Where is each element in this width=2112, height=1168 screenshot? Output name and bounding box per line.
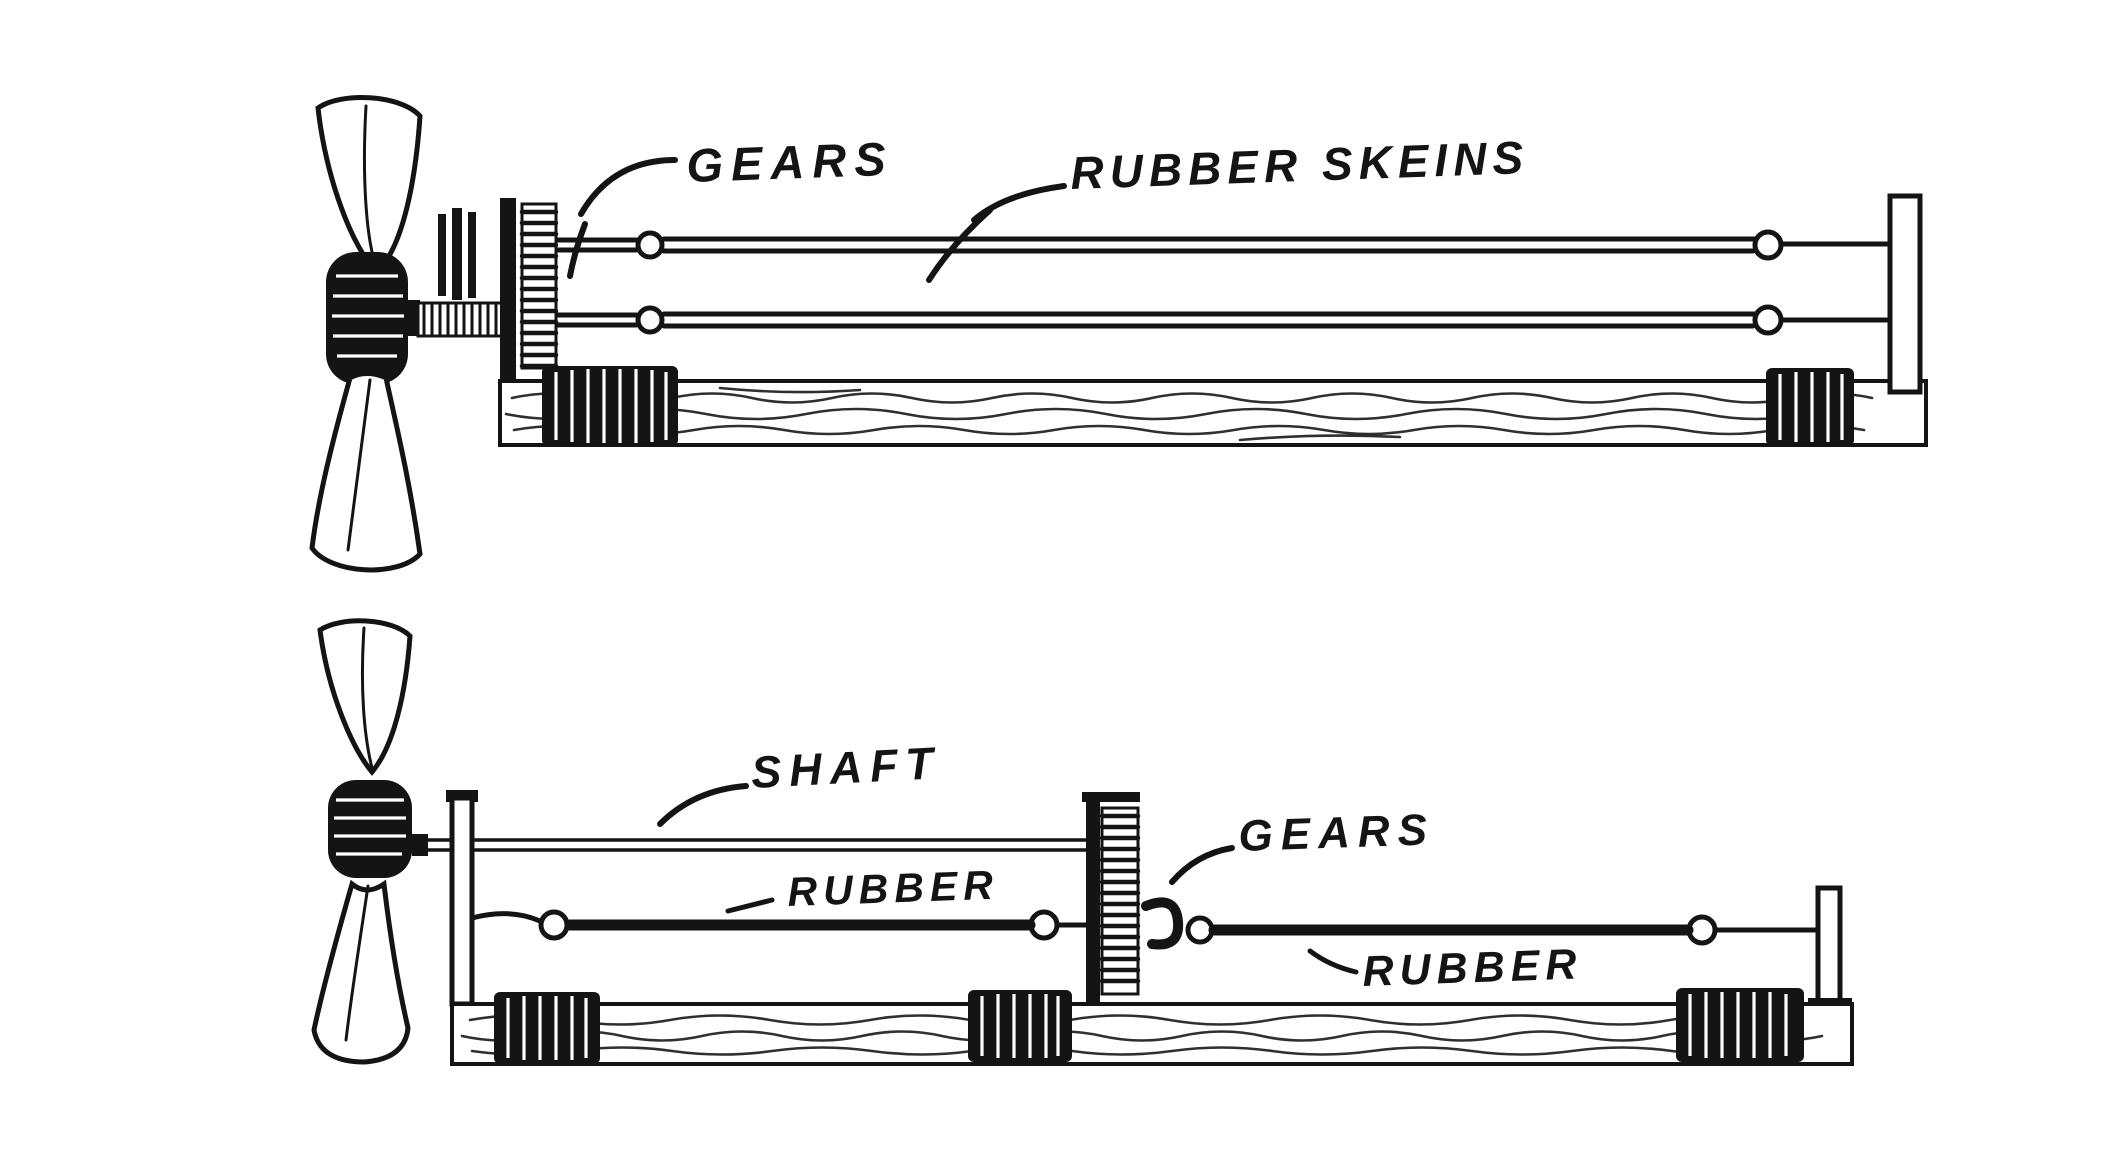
leader-rubber-rear <box>1307 948 1359 975</box>
lashing-top-left <box>542 366 678 446</box>
lashing-top-right <box>1766 368 1854 446</box>
gear-assembly-bottom <box>1082 792 1184 1004</box>
propeller-hub <box>326 252 408 384</box>
skein-upper-strands <box>661 236 1757 254</box>
gearbox-teeth <box>1099 813 1141 984</box>
front-post-body <box>449 795 475 1007</box>
rubber-rear-loop-left <box>1185 915 1215 945</box>
skein-lower-hook-left <box>635 305 665 335</box>
gear-assembly-top <box>500 198 559 384</box>
propeller2-hub <box>328 780 412 878</box>
skein-upper-hook-left <box>635 230 665 260</box>
bottom-annotations: SHAFT RUBBER GEARS RUBBER <box>657 737 1583 996</box>
lashing-bottom-left-hatch <box>506 996 588 1060</box>
propeller2-blade-lower <box>311 879 411 1065</box>
gear-stack <box>520 202 558 370</box>
label-rubber-skeins: RUBBER SKEINS <box>1070 131 1530 199</box>
leader-gears-bottom <box>1169 845 1235 885</box>
stick-grain-3 <box>512 424 1866 436</box>
lashings-bottom <box>494 988 1804 1064</box>
lashings-top <box>542 366 1854 446</box>
propeller-top <box>309 95 423 573</box>
propeller2-hub-hatch <box>334 798 406 856</box>
washer-1 <box>438 214 446 296</box>
skein-lower-strands <box>661 311 1757 329</box>
washer-3 <box>468 212 476 298</box>
label-shaft: SHAFT <box>750 737 942 798</box>
gear-plate <box>500 198 516 384</box>
lashing-bottom-right <box>1676 988 1804 1062</box>
rubber-front <box>469 909 1091 941</box>
motor-stick-top <box>498 379 1928 447</box>
lashing-bottom-middle-hatch <box>980 994 1060 1058</box>
skein-lower-stub <box>555 312 639 328</box>
label-gears-bottom: GEARS <box>1238 805 1436 861</box>
lashing-top-left-hatch <box>554 369 668 443</box>
stick-grain-2 <box>504 407 1808 421</box>
shaft-collar <box>404 300 420 336</box>
skein-lower-hook-right <box>1752 304 1784 336</box>
rear-post-body <box>1815 885 1843 1007</box>
rubber-front-loop-left <box>538 909 570 941</box>
rubber-skein-lower <box>555 304 1895 336</box>
skein-upper-stub <box>555 237 639 253</box>
propeller-hub-hatch <box>332 274 404 358</box>
propeller-bottom <box>311 618 413 1065</box>
lashing-top-right-hatch <box>1778 372 1844 442</box>
propeller-blade-lower <box>309 371 423 573</box>
rubber-rear <box>1185 914 1823 946</box>
base-grain-3 <box>470 1046 1774 1056</box>
base-grain-1 <box>468 1014 1772 1026</box>
shaft-rod <box>426 838 1088 852</box>
leader-gears-top <box>567 157 678 279</box>
lashing-bottom-right-hatch <box>1688 992 1788 1058</box>
propeller-blade-upper <box>315 95 423 276</box>
front-post <box>446 790 478 1007</box>
base-outline <box>450 1002 1854 1066</box>
top-annotations: GEARS RUBBER SKEINS <box>567 131 1530 283</box>
shaft-connector <box>412 834 428 856</box>
base-grain-2 <box>460 1030 1824 1042</box>
leader-rubber-front <box>725 897 775 914</box>
gear-teeth <box>519 209 559 369</box>
stick-grain-1 <box>510 392 1874 404</box>
propeller2-blade-lower-ridge <box>344 884 370 1042</box>
gearbox-cap <box>1082 792 1140 802</box>
rubber-skein-upper <box>555 229 1895 261</box>
skein-upper-hook-right <box>1752 229 1784 261</box>
propeller2-blade-upper <box>317 618 413 776</box>
gearbox-plate <box>1086 800 1100 1004</box>
stick-grain-4 <box>718 386 1402 442</box>
lashing-bottom-left <box>494 992 600 1064</box>
leader-rubber-skeins <box>926 183 1067 283</box>
prop-shaft-top <box>404 208 506 338</box>
propeller2-blade-upper-ridge <box>360 626 374 770</box>
shaft-assembly <box>412 834 1088 856</box>
rear-anchor-plate <box>1887 193 1923 395</box>
bottom-diagram: SHAFT RUBBER GEARS RUBBER <box>311 618 1854 1066</box>
gearbox-s-hook <box>1141 897 1184 950</box>
propeller-blade-lower-ridge <box>346 378 372 552</box>
label-gears-top: GEARS <box>685 132 894 192</box>
rubber-front-hook-wire <box>469 911 543 924</box>
leader-shaft <box>657 783 749 827</box>
label-rubber-front: RUBBER <box>787 862 1000 915</box>
shaft-threads <box>422 302 498 337</box>
rear-post <box>1808 885 1852 1008</box>
top-diagram: GEARS RUBBER SKEINS <box>309 95 1928 573</box>
washer-2 <box>452 208 462 300</box>
motor-stick-bottom <box>450 1002 1854 1066</box>
label-rubber-rear: RUBBER <box>1362 940 1583 996</box>
